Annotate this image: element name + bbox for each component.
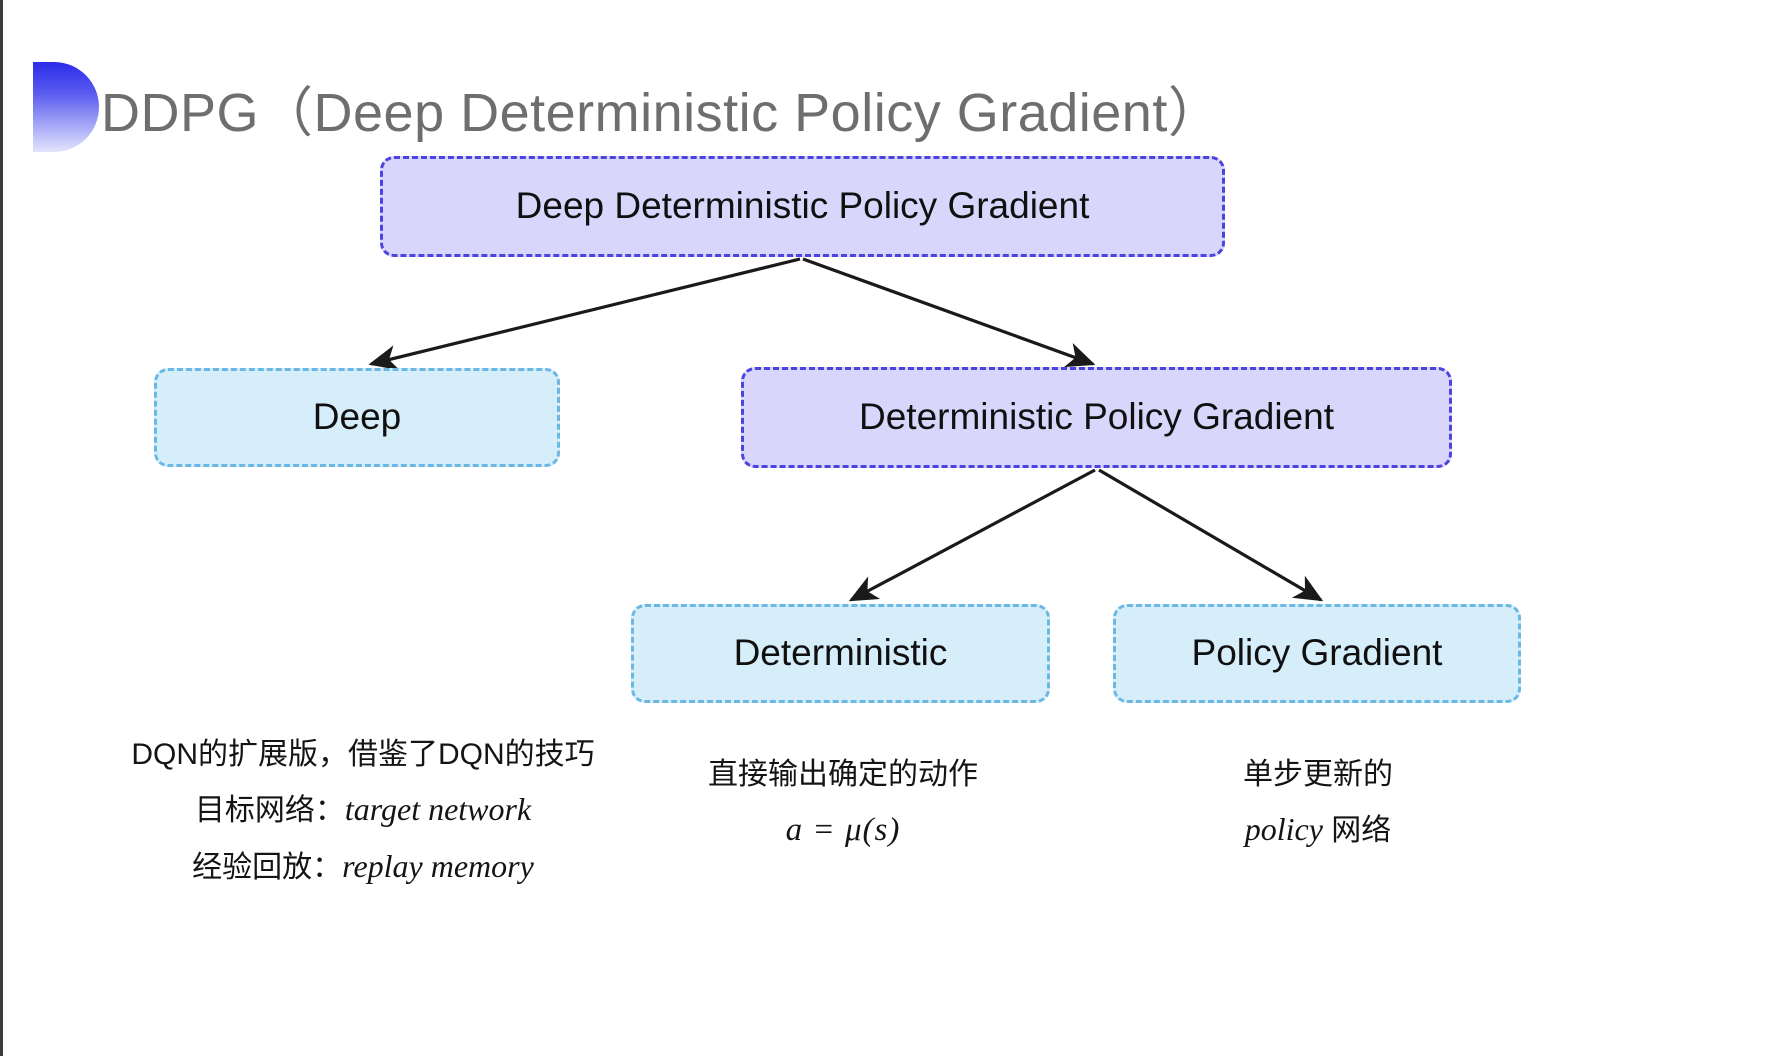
caption-policy-gradient-line2: policy 网络 [1128,801,1508,858]
arrow-root-to-dpg [802,257,1096,368]
arrow-dpg-to-deterministic [848,468,1096,602]
caption-deep-line3: 经验回放：replay memory [83,838,643,895]
half-circle-accent-icon [33,62,99,152]
page-title: DDPG（Deep Deterministic Policy Gradient） [101,83,1223,143]
node-label: Deterministic [733,632,948,674]
node-deep-deterministic-policy-gradient[interactable]: Deep Deterministic Policy Gradient [380,156,1225,257]
caption-deep: DQN的扩展版，借鉴了DQN的技巧 目标网络：target network 经验… [83,728,643,895]
caption-deep-line3-label: 经验回放： [192,851,343,885]
node-deterministic[interactable]: Deterministic [631,604,1050,703]
caption-deterministic-line1: 直接输出确定的动作 [708,758,978,791]
caption-policy-gradient-line1: 单步更新的 [1243,758,1393,791]
node-deterministic-policy-gradient[interactable]: Deterministic Policy Gradient [741,367,1452,468]
caption-deep-line2-label: 目标网络： [194,794,345,828]
node-label: Deep [312,396,402,438]
node-deep[interactable]: Deep [154,368,560,467]
caption-policy-gradient: 单步更新的 policy 网络 [1128,748,1508,858]
node-policy-gradient[interactable]: Policy Gradient [1113,604,1521,703]
arrow-root-to-deep [368,257,801,371]
arrow-dpg-to-policy-gradient [1098,468,1324,602]
caption-policy-gradient-suffix: 网络 [1322,814,1392,848]
caption-deep-line2-term: target network [344,791,532,828]
caption-deep-line3-term: replay memory [342,848,534,885]
node-label: Deep Deterministic Policy Gradient [515,185,1090,227]
node-label: Deterministic Policy Gradient [859,396,1334,438]
caption-deep-line1: DQN的扩展版，借鉴了DQN的技巧 [131,738,595,771]
caption-deterministic: 直接输出确定的动作 a = μ(s) [643,748,1043,860]
caption-deterministic-formula: a = μ(s) [785,812,901,849]
caption-policy-gradient-term: policy [1244,811,1323,848]
node-label: Policy Gradient [1191,632,1443,674]
caption-deep-line2: 目标网络：target network [83,781,643,838]
